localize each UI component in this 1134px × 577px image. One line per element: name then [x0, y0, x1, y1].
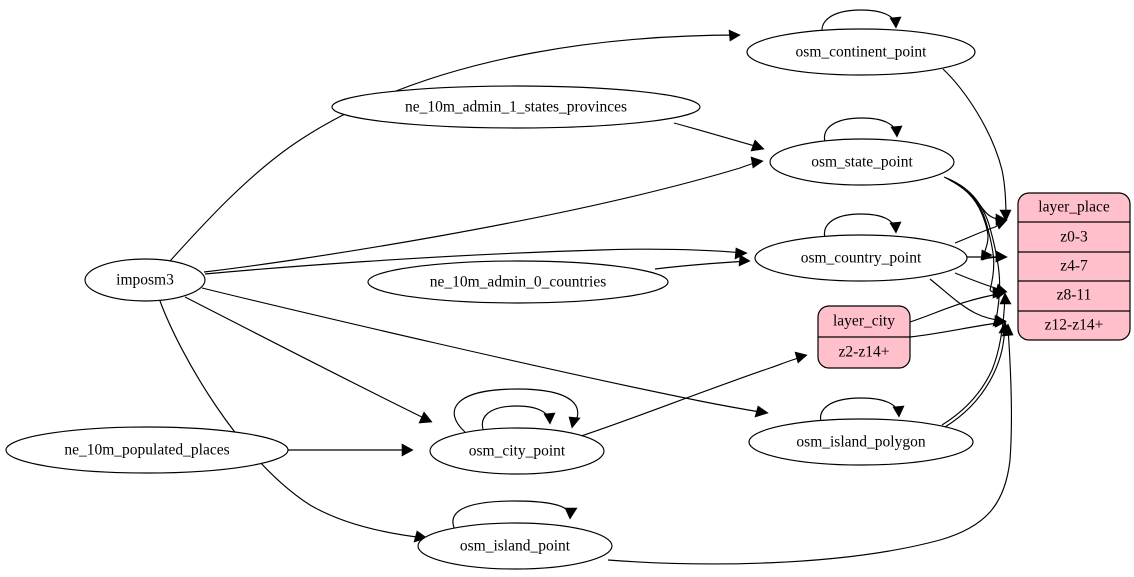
- node-ne-10m-admin-1-states-provinces[interactable]: ne_10m_admin_1_states_provinces: [331, 85, 701, 129]
- node-imposm3-label: imposm3: [116, 272, 174, 289]
- edge-self-osm-island-polygon: [820, 397, 905, 426]
- node-osm-island-point-label: osm_island_point: [460, 538, 571, 555]
- edge-self-osm-continent-point: [821, 9, 902, 37]
- node-osm-country-point[interactable]: osm_country_point: [754, 234, 968, 282]
- node-osm-country-point-label: osm_country_point: [801, 250, 922, 267]
- record-layer-place-row-z8-11[interactable]: z8-11: [1057, 287, 1092, 304]
- node-imposm3[interactable]: imposm3: [84, 258, 206, 302]
- node-ne-countries-label: ne_10m_admin_0_countries: [430, 274, 607, 291]
- node-ne-places-label: ne_10m_populated_places: [64, 442, 229, 459]
- node-osm-city-point[interactable]: osm_city_point: [429, 427, 605, 475]
- edge-imposm3-osm-state-point: [203, 156, 764, 273]
- node-osm-island-polygon-label: osm_island_polygon: [796, 434, 925, 451]
- edge-osm-island-point-layer-place-z12: [607, 323, 1014, 565]
- records-layer: layer_place z0-3 z4-7 z8-11 z12-z14+ lay…: [817, 192, 1131, 369]
- node-osm-state-point[interactable]: osm_state_point: [769, 138, 955, 186]
- node-osm-continent-point[interactable]: osm_continent_point: [746, 28, 976, 76]
- edge-osm-country-point-layer-place-z12: [929, 278, 1007, 327]
- node-ne-10m-admin-0-countries[interactable]: ne_10m_admin_0_countries: [367, 260, 669, 304]
- edge-self-osm-city-point-inner: [481, 405, 556, 433]
- node-osm-island-polygon[interactable]: osm_island_polygon: [748, 418, 974, 466]
- edge-ne-places-osm-city-point: [288, 443, 414, 457]
- edge-osm-continent-point-layer-place-z0-3: [942, 68, 1012, 222]
- record-layer-city-row-z2-z14[interactable]: z2-z14+: [839, 344, 890, 361]
- edge-layer-city-layer-place-z12: [909, 315, 1007, 338]
- node-osm-state-point-label: osm_state_point: [811, 154, 913, 171]
- edge-osm-country-point-layer-place-z4-7: [966, 250, 1008, 263]
- edge-osm-city-point-layer-city: [577, 351, 808, 438]
- record-layer-place-row-z4-7[interactable]: z4-7: [1060, 258, 1088, 275]
- node-osm-city-point-label: osm_city_point: [469, 443, 566, 460]
- record-layer-place[interactable]: layer_place z0-3 z4-7 z8-11 z12-z14+: [1017, 192, 1131, 341]
- edges-layer: [159, 9, 1014, 565]
- edge-self-osm-island-point: [452, 500, 578, 531]
- edge-layer-city-layer-place-z8-11: [909, 287, 1007, 323]
- edge-imposm3-osm-island-point: [159, 300, 428, 543]
- edge-self-osm-city-point-outer: [453, 388, 581, 433]
- edge-self-osm-state-point: [824, 117, 903, 146]
- edge-self-osm-country-point: [824, 213, 902, 242]
- edge-imposm3-osm-continent-point: [169, 29, 741, 262]
- node-osm-continent-point-label: osm_continent_point: [796, 44, 928, 61]
- record-layer-place-row-z12-z14[interactable]: z12-z14+: [1045, 317, 1104, 334]
- node-osm-island-point[interactable]: osm_island_point: [417, 522, 613, 570]
- edge-imposm3-osm-island-polygon: [201, 287, 769, 418]
- edge-osm-country-point-layer-place-z0-3: [954, 217, 1008, 244]
- record-layer-place-row-z0-3[interactable]: z0-3: [1060, 229, 1088, 246]
- node-ne-states-label: ne_10m_admin_1_states_provinces: [405, 99, 627, 116]
- edge-osm-island-polygon-layer-place-z8-11: [941, 292, 1012, 426]
- nodes-layer: imposm3 ne_10m_admin_1_states_provinces …: [5, 28, 976, 570]
- edge-ne-states-osm-state-point: [673, 122, 765, 152]
- edge-osm-state-point-layer-place-z8-11: [947, 178, 1006, 299]
- edge-imposm3-osm-city-point: [184, 296, 433, 424]
- edge-ne-countries-osm-country-point: [654, 254, 751, 270]
- record-layer-place-title: layer_place: [1038, 199, 1110, 216]
- record-layer-city-title: layer_city: [833, 313, 895, 330]
- record-layer-city[interactable]: layer_city z2-z14+: [817, 305, 911, 369]
- node-ne-10m-populated-places[interactable]: ne_10m_populated_places: [5, 426, 289, 474]
